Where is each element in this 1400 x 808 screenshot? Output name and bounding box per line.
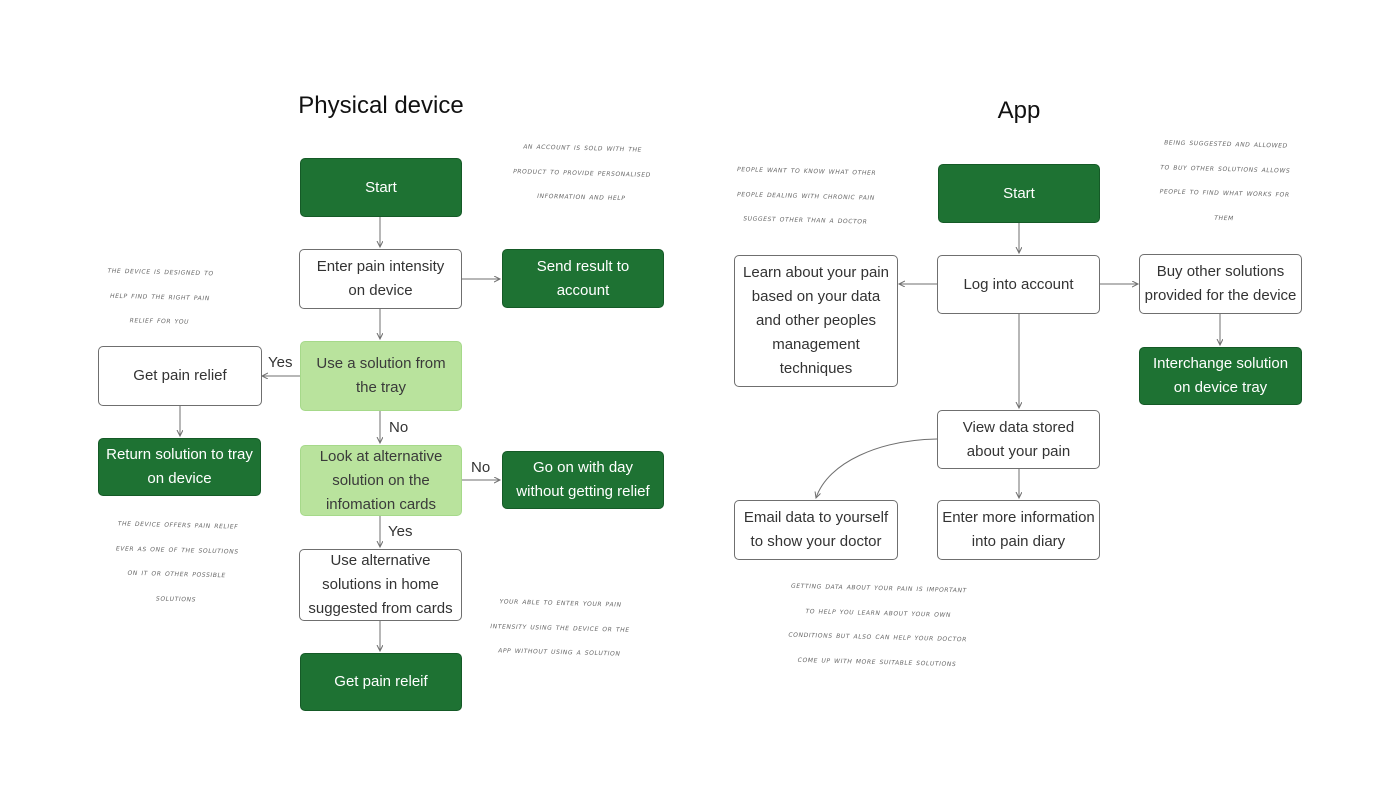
note-device-designed: the device is designed to help find the … [107, 265, 214, 327]
node-interchange-solution: Interchange solution on device tray [1139, 347, 1302, 405]
node-use-solution: Use a solution from the tray [300, 341, 462, 411]
node-buy-other-solutions: Buy other solutions provided for the dev… [1139, 254, 1302, 314]
node-use-alternative: Use alternative solutions in home sugges… [299, 549, 462, 621]
note-getting-data: getting data about your pain is importan… [788, 580, 968, 669]
note-account-sold: an account is sold with the product to p… [513, 141, 652, 204]
title-app: App [997, 97, 1041, 124]
label-yes-usealt: Yes [388, 523, 413, 540]
node-return-solution: Return solution to tray on device [98, 438, 261, 496]
note-people-want: people want to know what other people de… [736, 164, 877, 227]
label-no-look: No [389, 419, 409, 436]
title-physical-device: Physical device [298, 92, 464, 119]
node-view-data: View data stored about your pain [937, 410, 1100, 469]
node-app-start: Start [938, 164, 1100, 223]
note-able-to-enter: your able to enter your pain intensity u… [490, 596, 630, 659]
note-device-offers: the device offers pain relief ever as on… [115, 518, 239, 605]
arrow-view-to-email [816, 438, 938, 498]
node-go-on-with-day: Go on with day without getting relief [502, 451, 664, 509]
node-learn-about-pain: Learn about your pain based on your data… [734, 255, 898, 387]
node-enter-more-info: Enter more information into pain diary [937, 500, 1100, 560]
label-yes-relief: Yes [268, 354, 293, 371]
node-log-into-account: Log into account [937, 255, 1100, 314]
node-send-result: Send result to account [502, 249, 664, 308]
node-enter-pain-intensity: Enter pain intensity on device [299, 249, 462, 309]
node-get-pain-relief: Get pain relief [98, 346, 262, 406]
note-being-suggested: being suggested and allowed to buy other… [1159, 137, 1291, 223]
node-email-data: Email data to yourself to show your doct… [734, 500, 898, 560]
node-get-pain-releif: Get pain releif [300, 653, 462, 711]
label-no-goon: No [471, 459, 491, 476]
node-look-alternative: Look at alternative solution on the info… [300, 445, 462, 516]
node-physical-start: Start [300, 158, 462, 217]
